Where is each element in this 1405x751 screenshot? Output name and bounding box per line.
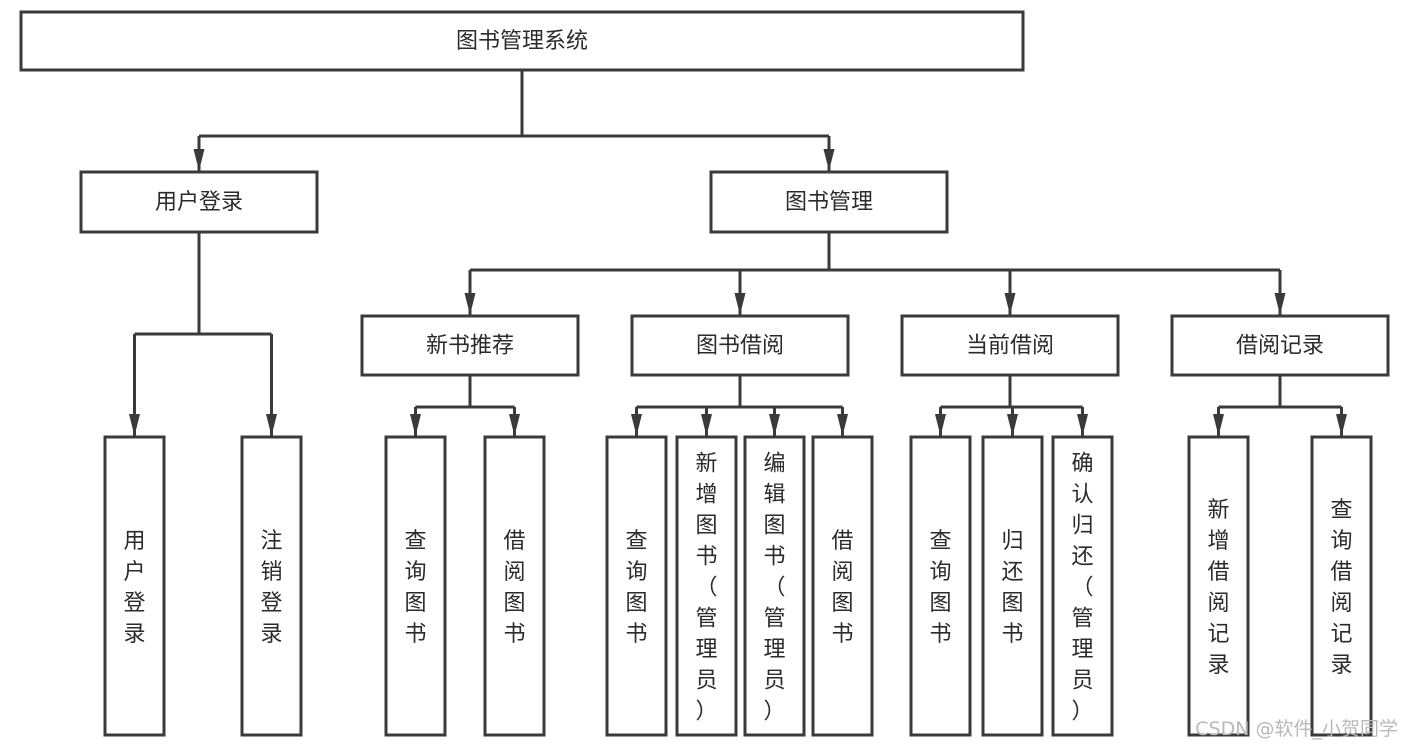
node-leaf-query-book-borrow-box[interactable] — [605, 435, 668, 737]
node-leaf-query-borrow-record-box[interactable] — [1310, 435, 1373, 737]
node-leaf-query-book-recommend-box[interactable] — [384, 435, 447, 737]
connector-root-arrow-0 — [193, 149, 205, 171]
node-borrow-records-box[interactable] — [1170, 314, 1390, 377]
node-leaf-user-logout[interactable]: 注销登录 — [240, 435, 303, 737]
node-leaf-confirm-return-admin-box[interactable] — [1051, 435, 1114, 737]
node-leaf-user-login-label: 用户登录 — [123, 529, 145, 647]
connector-book-management-arrow-0 — [464, 293, 476, 315]
connector-book-management-arrow-3 — [1274, 293, 1286, 315]
node-leaf-add-borrow-record-box[interactable] — [1187, 435, 1250, 737]
node-leaf-edit-book-admin-label: 编辑图书（管理员） — [763, 452, 785, 725]
node-leaf-query-borrow-record[interactable]: 查询借阅记录 — [1310, 435, 1373, 737]
node-leaf-user-login-box[interactable] — [103, 435, 166, 737]
node-leaf-edit-book-admin[interactable]: 编辑图书（管理员） — [743, 435, 806, 737]
node-leaf-add-borrow-record[interactable]: 新增借阅记录 — [1187, 435, 1250, 737]
node-leaf-return-book[interactable]: 归还图书 — [981, 435, 1044, 737]
node-leaf-return-book-label: 归还图书 — [1001, 529, 1023, 647]
node-book-management-label: 图书管理 — [785, 190, 873, 215]
connector-current-borrow-arrow-0 — [935, 414, 946, 436]
connector-book-management-arrow-1 — [734, 293, 746, 315]
node-leaf-query-book-recommend-label: 查询图书 — [404, 529, 426, 647]
node-leaf-query-book-borrow-label: 查询图书 — [625, 529, 647, 647]
node-leaf-borrow-book-recommend-box[interactable] — [483, 435, 546, 737]
connector-user-login-arrow-1 — [266, 414, 277, 436]
node-leaf-query-book-current-box[interactable] — [909, 435, 972, 737]
connector-new-book-recommend-arrow-1 — [509, 414, 520, 436]
connector-current-borrow-arrow-2 — [1077, 414, 1088, 436]
connector-book-borrow-arrow-0 — [631, 414, 642, 436]
node-leaf-borrow-book-recommend-label: 借阅图书 — [503, 529, 525, 647]
connector-borrow-records-arrow-1 — [1336, 414, 1347, 436]
csdn-watermark: CSDN @软件_小贺同学 — [1195, 718, 1398, 740]
node-new-book-recommend-box[interactable] — [360, 314, 580, 377]
node-book-borrow-box[interactable] — [630, 314, 850, 377]
node-leaf-query-book-borrow[interactable]: 查询图书 — [605, 435, 668, 737]
connector-user-login-arrow-0 — [129, 414, 140, 436]
connector-book-borrow-arrow-2 — [769, 414, 780, 436]
node-leaf-query-book-recommend[interactable]: 查询图书 — [384, 435, 447, 737]
node-leaf-query-borrow-record-label: 查询借阅记录 — [1330, 498, 1352, 678]
node-current-borrow-label: 当前借阅 — [966, 334, 1054, 359]
node-leaf-user-logout-box[interactable] — [240, 435, 303, 737]
node-book-borrow[interactable]: 图书借阅 — [630, 314, 850, 377]
node-borrow-records[interactable]: 借阅记录 — [1170, 314, 1390, 377]
node-root-box[interactable] — [19, 10, 1025, 72]
connector-borrow-records-arrow-0 — [1213, 414, 1224, 436]
connector-new-book-recommend-arrow-0 — [410, 414, 421, 436]
node-leaf-borrow-book-recommend[interactable]: 借阅图书 — [483, 435, 546, 737]
node-leaf-query-book-current-label: 查询图书 — [929, 529, 951, 647]
node-new-book-recommend-label: 新书推荐 — [426, 334, 514, 359]
node-leaf-user-logout-label: 注销登录 — [260, 529, 282, 647]
node-leaf-query-book-current[interactable]: 查询图书 — [909, 435, 972, 737]
node-leaf-confirm-return-admin-label: 确认归还（管理员） — [1071, 452, 1093, 725]
connector-book-borrow-arrow-3 — [837, 414, 848, 436]
node-leaf-user-login[interactable]: 用户登录 — [103, 435, 166, 737]
node-layer: 图书管理系统用户登录图书管理新书推荐图书借阅当前借阅借阅记录用户登录注销登录查询… — [19, 10, 1390, 737]
node-leaf-add-book-admin[interactable]: 新增图书（管理员） — [675, 435, 738, 737]
node-book-management-box[interactable] — [709, 170, 949, 234]
node-leaf-add-book-admin-box[interactable] — [675, 435, 738, 737]
connector-layer — [129, 70, 1347, 436]
node-leaf-borrow-book-box[interactable] — [811, 435, 874, 737]
node-leaf-confirm-return-admin[interactable]: 确认归还（管理员） — [1051, 435, 1114, 737]
connector-root-arrow-1 — [823, 149, 835, 171]
node-leaf-add-book-admin-label: 新增图书（管理员） — [695, 452, 717, 725]
node-current-borrow[interactable]: 当前借阅 — [900, 314, 1120, 377]
node-leaf-return-book-box[interactable] — [981, 435, 1044, 737]
node-new-book-recommend[interactable]: 新书推荐 — [360, 314, 580, 377]
connector-current-borrow-arrow-1 — [1007, 414, 1018, 436]
node-user-login-label: 用户登录 — [155, 190, 243, 215]
node-leaf-borrow-book[interactable]: 借阅图书 — [811, 435, 874, 737]
node-book-management[interactable]: 图书管理 — [709, 170, 949, 234]
connector-book-management-arrow-2 — [1004, 293, 1016, 315]
node-leaf-borrow-book-label: 借阅图书 — [831, 529, 853, 647]
connector-book-borrow-arrow-1 — [701, 414, 712, 436]
node-root-label: 图书管理系统 — [456, 29, 588, 54]
node-user-login[interactable]: 用户登录 — [79, 170, 319, 234]
node-leaf-add-borrow-record-label: 新增借阅记录 — [1207, 498, 1229, 678]
node-current-borrow-box[interactable] — [900, 314, 1120, 377]
node-borrow-records-label: 借阅记录 — [1236, 334, 1324, 359]
node-user-login-box[interactable] — [79, 170, 319, 234]
node-leaf-edit-book-admin-box[interactable] — [743, 435, 806, 737]
node-book-borrow-label: 图书借阅 — [696, 334, 784, 359]
node-root[interactable]: 图书管理系统 — [19, 10, 1025, 72]
